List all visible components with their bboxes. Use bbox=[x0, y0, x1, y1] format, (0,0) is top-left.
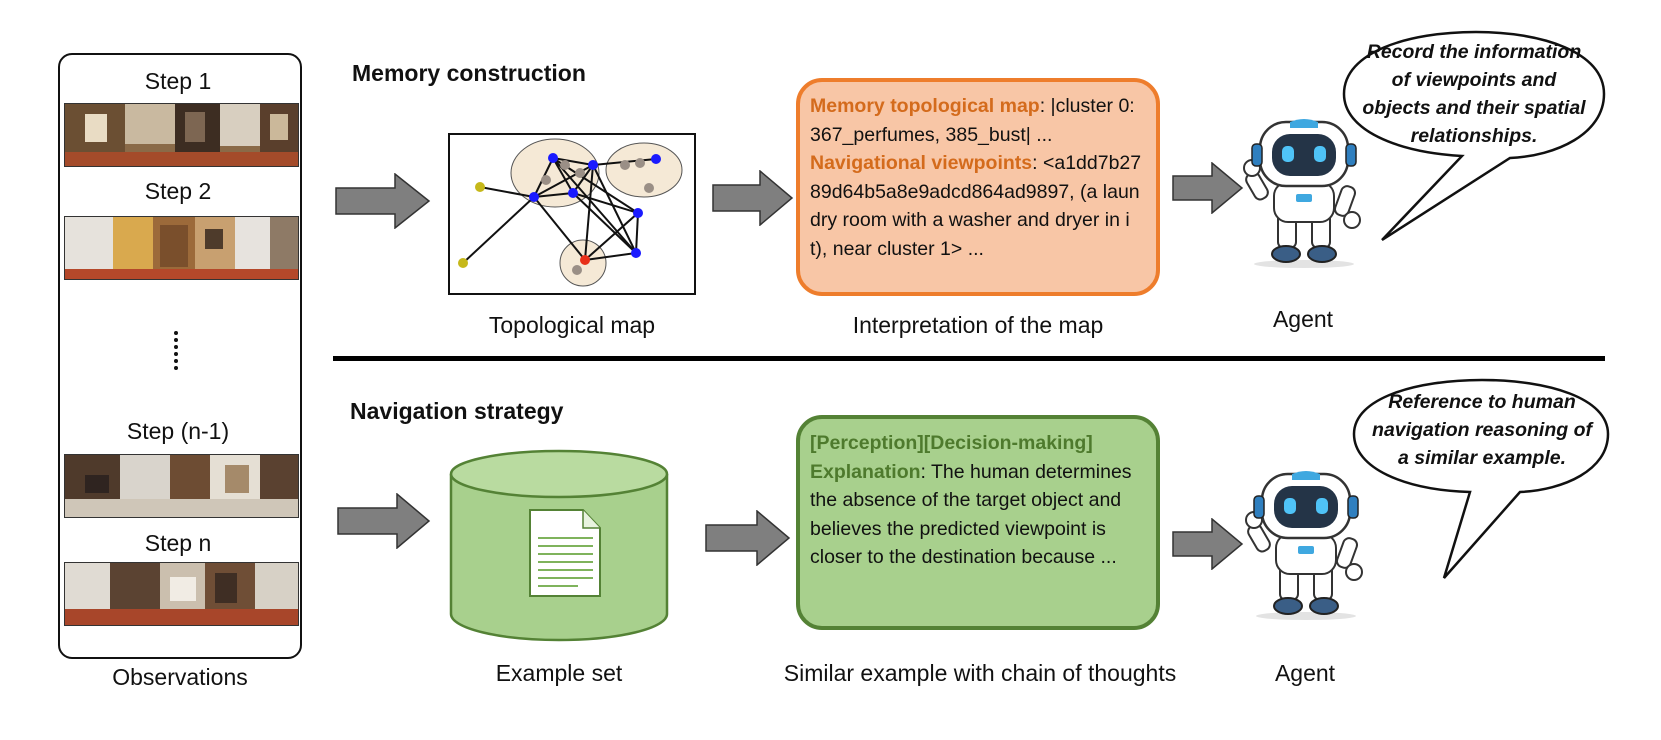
speech-bubble-navigation bbox=[1352, 378, 1610, 579]
memory-map-text: : |cluster 0: 367_perfumes, 385_bust| ..… bbox=[810, 95, 1135, 146]
viewpoints-text: : <a1dd7b2789d64b5a8e9adcd864ad9897, (a … bbox=[810, 152, 1142, 260]
section-divider bbox=[333, 356, 1605, 361]
bubble-memory-line-2: of viewpoints and bbox=[1391, 69, 1557, 91]
memory-map-label: Memory topological map bbox=[810, 95, 1040, 117]
speech-bubble-memory bbox=[1342, 30, 1606, 242]
bubble-memory-line-4: relationships. bbox=[1410, 125, 1538, 147]
interpretation-caption: Interpretation of the map bbox=[852, 312, 1104, 338]
explanation-label: Explanation bbox=[810, 460, 921, 483]
step-label-n-minus-1: Step (n-1) bbox=[126, 418, 230, 444]
panorama-step-1 bbox=[64, 103, 299, 167]
robot-agent-icon bbox=[1243, 119, 1361, 268]
bubble-text-memory: Record the information of viewpoints and… bbox=[1342, 38, 1606, 150]
bubble-navigation-line-2: navigation reasoning of bbox=[1372, 419, 1592, 441]
observations-panel bbox=[58, 53, 302, 659]
agent-caption-navigation: Agent bbox=[1274, 660, 1336, 686]
chain-of-thought-box: [Perception][Decision-making] Explanatio… bbox=[796, 415, 1160, 630]
arrow-cot-to-agent bbox=[1172, 518, 1244, 570]
panorama-step-n bbox=[64, 562, 299, 626]
arrow-map-to-interpretation bbox=[712, 170, 794, 226]
observations-caption: Observations bbox=[112, 664, 248, 690]
agent-caption-memory: Agent bbox=[1272, 306, 1334, 332]
memory-construction-title: Memory construction bbox=[352, 60, 586, 86]
step-label-2: Step 2 bbox=[144, 178, 212, 204]
viewpoints-label: Navigational viewpoints bbox=[810, 152, 1033, 174]
bubble-text-navigation: Reference to human navigation reasoning … bbox=[1352, 388, 1612, 472]
arrow-observations-to-map bbox=[335, 173, 431, 229]
topological-map-graph bbox=[458, 138, 683, 287]
panorama-step-2 bbox=[64, 216, 299, 280]
step-label-n: Step n bbox=[144, 530, 212, 556]
bubble-navigation-line-3: a similar example. bbox=[1397, 447, 1567, 469]
topological-map-caption: Topological map bbox=[488, 312, 656, 338]
cot-caption: Similar example with chain of thoughts bbox=[783, 660, 1177, 686]
bubble-memory-line-3: objects and their spatial bbox=[1362, 97, 1586, 119]
arrow-observations-to-examples bbox=[337, 493, 431, 549]
example-set-database-icon bbox=[449, 449, 669, 642]
panorama-step-n-minus-1 bbox=[64, 454, 299, 518]
arrow-interpretation-to-agent bbox=[1172, 162, 1244, 214]
topological-map-frame bbox=[448, 133, 696, 295]
bubble-memory-line-1: Record the information bbox=[1366, 41, 1582, 63]
bubble-navigation-line-1: Reference to human bbox=[1388, 391, 1576, 413]
explanation-text: : The human determines the absence of th… bbox=[810, 460, 1132, 569]
robot-agent-icon-2 bbox=[1245, 471, 1363, 620]
vertical-ellipsis bbox=[173, 330, 179, 374]
arrow-examples-to-cot bbox=[705, 510, 791, 566]
step-label-1: Step 1 bbox=[144, 68, 212, 94]
navigation-strategy-title: Navigation strategy bbox=[350, 398, 564, 424]
map-interpretation-box: Memory topological map: |cluster 0: 367_… bbox=[796, 78, 1160, 296]
cot-tags: [Perception][Decision-making] bbox=[810, 432, 1093, 454]
example-set-caption: Example set bbox=[495, 660, 623, 686]
